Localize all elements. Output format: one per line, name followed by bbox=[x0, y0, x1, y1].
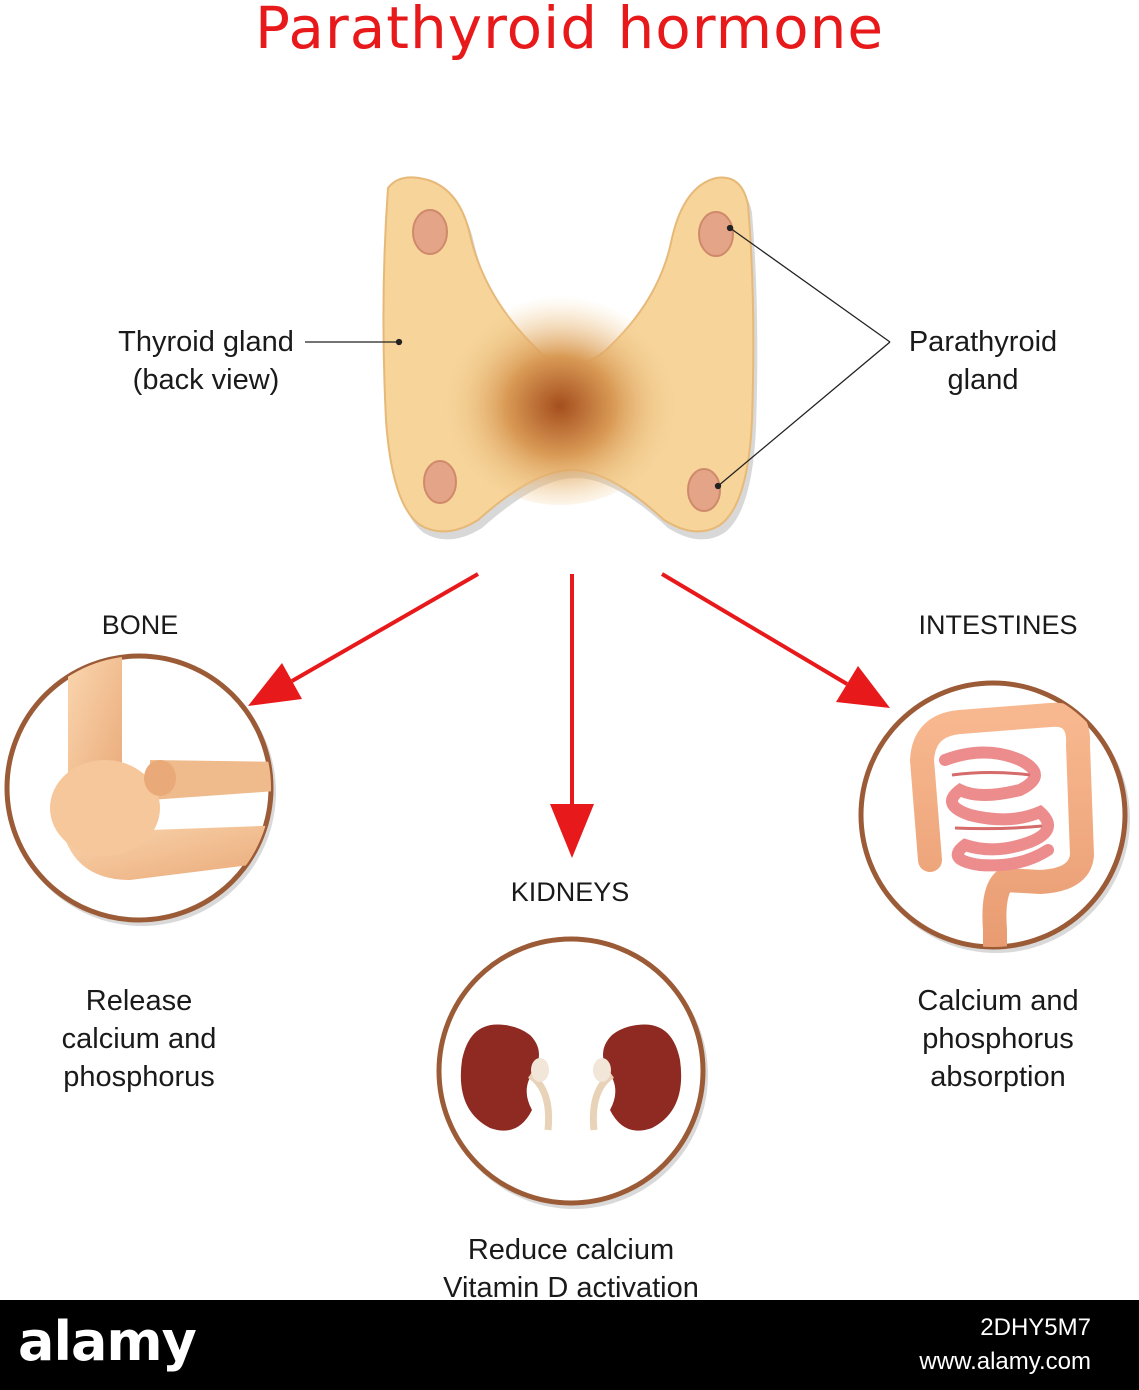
bone-illustration bbox=[4, 653, 276, 926]
arrow-to-kidneys-head bbox=[550, 804, 594, 858]
bone-effect-line-2: calcium and bbox=[61, 1023, 217, 1055]
stock-image-id: 2DHY5M7 bbox=[980, 1314, 1091, 1341]
forearm-bones bbox=[150, 760, 271, 800]
kidneys-effect: Reduce calcium Vitamin D activation bbox=[411, 1231, 731, 1307]
small-intestine-loops bbox=[951, 771, 1043, 831]
thyroid-gland bbox=[382, 176, 758, 540]
arrow-to-intestines-shaft bbox=[660, 572, 849, 686]
arrow-to-intestines-head bbox=[836, 666, 890, 708]
bone-heading: BONE bbox=[101, 610, 179, 640]
leader-lines bbox=[305, 224, 891, 490]
thyroid-label-line-1: Thyroid gland bbox=[118, 326, 294, 358]
large-intestine bbox=[909, 702, 1095, 947]
thyroid-isthmus-shading bbox=[440, 285, 680, 505]
arrows bbox=[248, 572, 890, 858]
parathyroid-leader-dot-upper bbox=[726, 224, 734, 232]
parathyroid-upper-left bbox=[412, 209, 448, 255]
parathyroid-lower-right bbox=[687, 468, 721, 512]
arrow-to-bone-head bbox=[248, 663, 302, 706]
diagram-canvas bbox=[4, 176, 1130, 1209]
small-intestine bbox=[939, 746, 1054, 872]
left-renal-pelvis bbox=[531, 1058, 549, 1082]
parathyroid-upper-right bbox=[698, 211, 734, 257]
left-kidney bbox=[460, 1024, 539, 1131]
bone-effect: Release calcium and phosphorus bbox=[19, 982, 259, 1096]
intestines-effect-line-2: phosphorus bbox=[922, 1023, 1074, 1055]
right-kidney bbox=[603, 1024, 682, 1131]
bone-effect-line-3: phosphorus bbox=[63, 1061, 215, 1093]
kidneys-heading: KIDNEYS bbox=[510, 877, 630, 907]
parathyroid-gland-label: Parathyroid gland bbox=[888, 323, 1078, 399]
intestines-effect-line-3: absorption bbox=[930, 1061, 1066, 1093]
parathyroid-leader-lower bbox=[717, 341, 891, 487]
parathyroid-leader-dot-lower bbox=[714, 482, 722, 490]
kidneys-effect-line-1: Reduce calcium bbox=[467, 1234, 675, 1266]
thyroid-gland-label: Thyroid gland (back view) bbox=[106, 323, 306, 399]
intestines-illustration bbox=[858, 680, 1130, 953]
kidneys-circle bbox=[436, 936, 706, 1206]
parathyroid-leader-upper bbox=[729, 227, 891, 343]
watermark-footer: alamy 2DHY5M7 www.alamy.com bbox=[0, 1300, 1139, 1390]
thyroid-label-line-2: (back view) bbox=[132, 364, 280, 396]
page-title: Parathyroid hormone bbox=[254, 0, 885, 62]
intestines-effect-line-1: Calcium and bbox=[917, 985, 1079, 1017]
radial-head bbox=[144, 760, 176, 796]
bone-effect-line-1: Release bbox=[85, 985, 193, 1017]
intestines-heading: INTESTINES bbox=[918, 610, 1078, 640]
arrow-to-bone-shaft bbox=[291, 572, 479, 683]
right-renal-pelvis bbox=[593, 1058, 611, 1082]
alamy-logo: alamy bbox=[18, 1310, 197, 1373]
parathyroid-label-line-2: gland bbox=[947, 364, 1019, 396]
intestines-effect: Calcium and phosphorus absorption bbox=[878, 982, 1118, 1096]
site-url: www.alamy.com bbox=[919, 1348, 1091, 1375]
parathyroid-lower-left bbox=[423, 460, 457, 504]
elbow-joint bbox=[50, 760, 160, 856]
thyroid-leader-dot bbox=[395, 338, 403, 346]
kidneys-effect-line-2: Vitamin D activation bbox=[443, 1272, 699, 1304]
parathyroid-label-line-1: Parathyroid bbox=[908, 326, 1058, 358]
kidneys-illustration bbox=[436, 936, 708, 1209]
